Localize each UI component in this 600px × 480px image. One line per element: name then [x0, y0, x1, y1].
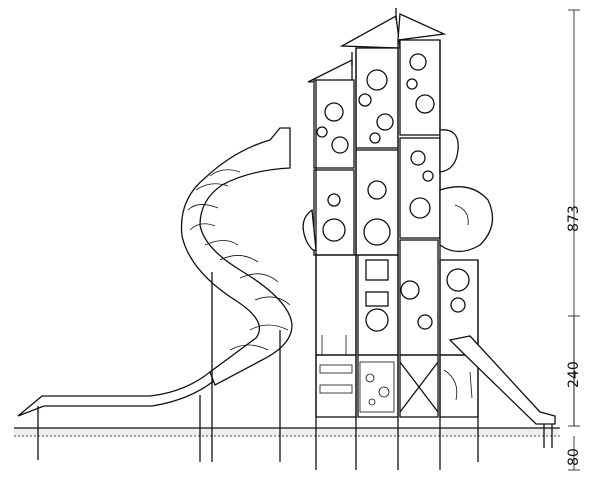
dimension-platform-height [568, 315, 580, 426]
left-slide-exit [17, 371, 216, 460]
dimension-label-platform-height: 240 [566, 361, 582, 388]
dimension-label-total-height: 873 [566, 205, 582, 232]
dimension-foundation-depth [568, 436, 580, 471]
tower-structure [302, 8, 494, 470]
tube-slide [180, 127, 293, 462]
ground-line [14, 427, 560, 437]
right-slide [448, 335, 556, 448]
dimension-label-foundation-depth: 80 [566, 448, 582, 466]
